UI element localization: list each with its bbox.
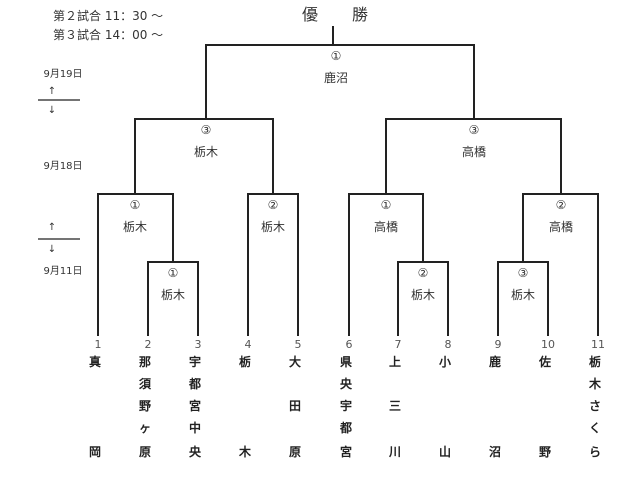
team-number: 8: [445, 338, 452, 351]
team-name-char: 野: [139, 399, 151, 413]
team-name-char: 央: [189, 444, 202, 459]
team-name-char: 宮: [340, 444, 352, 459]
team-name-char: 三: [389, 399, 401, 413]
match-labels: ① 栃木 ② 栃木 ③ 栃木 ① 栃木 ② 栃木 ① 高橋 ② 高橋 ③ 栃木 ③ 高橋 ① 鹿沼: [123, 49, 573, 302]
team-name-char: 県: [340, 355, 352, 369]
team-name-char: 那: [139, 355, 151, 369]
match-venue-qf_4: 高橋: [549, 219, 573, 234]
match-order-final: ①: [331, 49, 342, 63]
schedule-game-3: 第３試合 14：00 ～: [53, 27, 163, 42]
team-name-char: 宇: [340, 398, 352, 413]
team-number: 2: [145, 338, 152, 351]
match-order-r1_b: ②: [418, 266, 429, 280]
team-number: 4: [245, 338, 252, 351]
match-order-r1_c: ③: [518, 266, 529, 280]
team-list: 1真岡2那須野ヶ原3宇都宮中央4栃木5大田原6県央宇都宮7上三川8小山9鹿沼10…: [89, 338, 605, 459]
team-number: 11: [591, 338, 605, 351]
team-name-char: く: [589, 421, 601, 435]
arrow-down-icon: ↓: [48, 244, 56, 255]
team-name-char: 真: [89, 354, 101, 369]
bracket-line-final: [205, 44, 475, 119]
team-name-char: 川: [388, 445, 401, 459]
arrow-up-icon: ↑: [48, 86, 56, 97]
date-legend: 9月19日 ↑ ↓ 9月18日 ↑ ↓ 9月11日: [38, 68, 83, 277]
match-venue-r1_c: 栃木: [511, 288, 535, 302]
match-venue-qf_2: 栃木: [261, 220, 285, 234]
date-label-sep19: 9月19日: [43, 68, 82, 80]
team-name-char: 中: [189, 420, 201, 435]
team-name-char: 山: [439, 444, 451, 459]
bracket-line-qf_3: [348, 193, 424, 336]
date-label-sep18: 9月18日: [43, 160, 82, 172]
match-order-qf_1: ①: [130, 198, 141, 212]
team-name-char: 宮: [189, 398, 201, 413]
team-number: 1: [95, 338, 102, 351]
team-name-char: 原: [289, 445, 301, 459]
team-name-char: 岡: [89, 445, 101, 459]
team-name-char: 沼: [489, 445, 501, 459]
match-order-qf_3: ①: [381, 198, 392, 212]
team-name-char: 大: [289, 354, 301, 369]
schedule-game-2: 第２試合 11：30 ～: [53, 8, 163, 23]
team-name-char: ら: [589, 445, 601, 459]
match-venue-r1_b: 栃木: [411, 288, 435, 302]
team-name-char: 栃: [239, 354, 251, 369]
team-name-char: 田: [289, 399, 301, 413]
match-order-semi_left: ③: [201, 123, 212, 137]
match-venue-qf_3: 高橋: [374, 219, 398, 234]
date-label-sep11: 9月11日: [43, 265, 82, 277]
match-order-qf_4: ②: [556, 198, 567, 212]
team-name-char: 野: [539, 445, 551, 459]
team-name-char: 都: [188, 376, 201, 391]
team-name-char: 栃: [589, 354, 601, 369]
team-number: 10: [541, 338, 555, 351]
match-venue-r1_a: 栃木: [161, 288, 185, 302]
match-venue-semi_left: 栃木: [194, 145, 218, 159]
bracket-lines: [97, 26, 599, 336]
team-name-char: 都: [339, 420, 352, 435]
team-name-char: 上: [389, 354, 401, 369]
team-name-char: 小: [439, 354, 451, 369]
team-number: 5: [295, 338, 302, 351]
team-number: 7: [395, 338, 402, 351]
match-order-semi_right: ③: [469, 123, 480, 137]
team-number: 9: [495, 338, 502, 351]
arrow-down-icon: ↓: [48, 105, 56, 116]
bracket-line-qf_2: [247, 193, 299, 336]
team-name-char: 宇: [189, 354, 201, 369]
team-name-char: 佐: [538, 354, 551, 369]
team-name-char: 須: [138, 377, 152, 391]
team-number: 3: [195, 338, 202, 351]
arrow-up-icon: ↑: [48, 222, 56, 233]
team-name-char: 木: [238, 444, 252, 459]
title-char-2: 勝: [352, 5, 368, 24]
team-name-char: 木: [588, 376, 602, 391]
team-number: 6: [346, 338, 353, 351]
team-name-char: ヶ: [139, 421, 151, 435]
match-venue-qf_1: 栃木: [123, 220, 147, 234]
bracket-line-qf_4: [522, 193, 599, 336]
team-name-char: さ: [589, 399, 601, 413]
match-order-qf_2: ②: [268, 198, 279, 212]
team-name-char: 央: [340, 376, 353, 391]
team-name-char: 原: [139, 445, 151, 459]
match-order-r1_a: ①: [168, 266, 179, 280]
team-name-char: 鹿: [489, 354, 501, 369]
match-venue-final: 鹿沼: [324, 70, 348, 85]
bracket-line-semi_left: [134, 118, 274, 194]
title-char-1: 優: [302, 5, 318, 24]
bracket-line-qf_1: [97, 193, 174, 336]
match-venue-semi_right: 高橋: [462, 144, 486, 159]
